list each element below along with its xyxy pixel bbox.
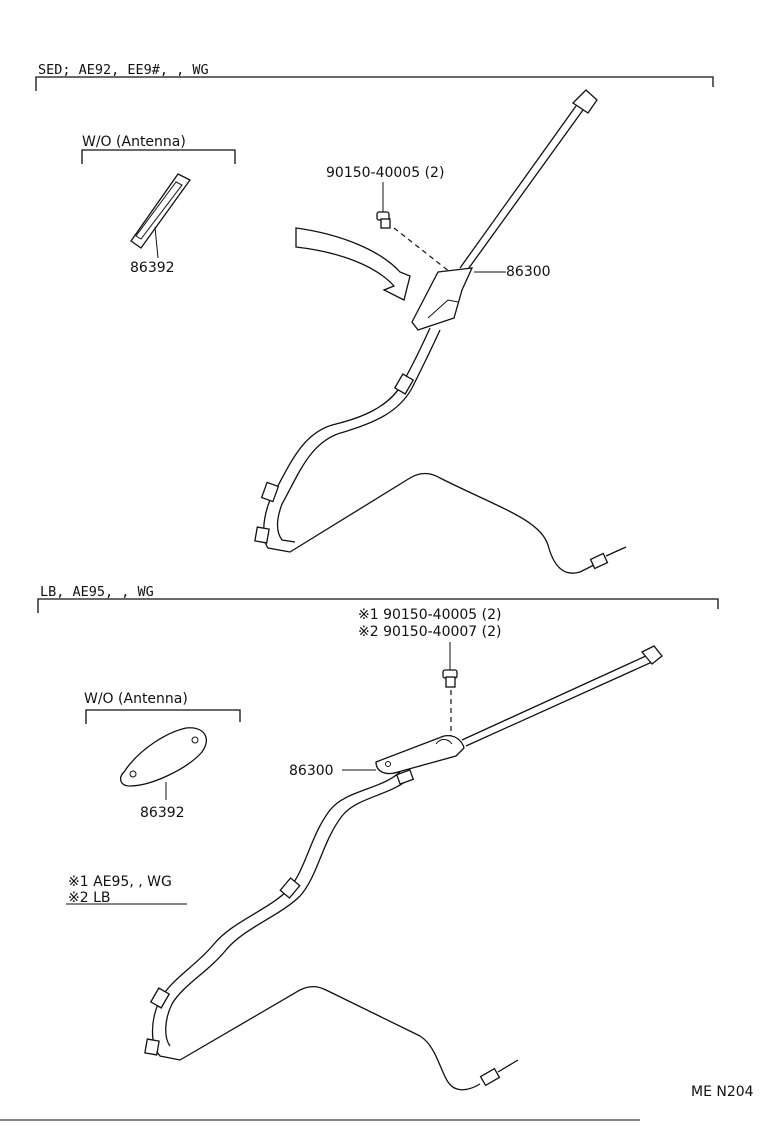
antenna-assembly [144,645,663,1091]
part-number-bolt-2: ※2 90150-40007 (2) [358,624,502,640]
antenna-hole-cover-strip [130,173,191,259]
section-bracket [37,598,719,613]
part-number-bolt: 90150-40005 (2) [326,165,444,181]
mounting-bolt [376,211,391,229]
part-number-antenna: 86300 [506,264,551,280]
wo-antenna-bracket [85,709,241,724]
wo-antenna-bracket [81,149,236,164]
section-sed: SED; AE92, EE9#, , WG W/O (Antenna) 8639… [35,62,714,574]
wo-antenna-label: W/O (Antenna) [84,691,188,707]
part-number-cover: 86392 [140,805,185,821]
page-code: ME N204 [691,1084,754,1100]
install-direction-arrow [295,227,411,301]
part-number-cover: 86392 [130,260,175,276]
section-header-text: LB, AE95, , WG [40,584,154,600]
section-bracket [35,76,714,91]
section-lb: LB, AE95, , WG ※1 90150-40005 (2) ※2 901… [37,584,719,1091]
mounting-bolt [442,669,458,688]
antenna-hole-cover-cap [119,727,207,800]
section-header-text: SED; AE92, EE9#, , WG [38,62,209,78]
bolt-guide-dashed-line [393,227,451,273]
antenna-assembly [254,89,627,574]
footnote-2: ※2 LB [68,890,111,906]
footnote-1: ※1 AE95, , WG [68,874,172,890]
wo-antenna-label: W/O (Antenna) [82,134,186,150]
part-number-bolt-1: ※1 90150-40005 (2) [358,607,502,623]
part-number-antenna: 86300 [289,763,334,779]
